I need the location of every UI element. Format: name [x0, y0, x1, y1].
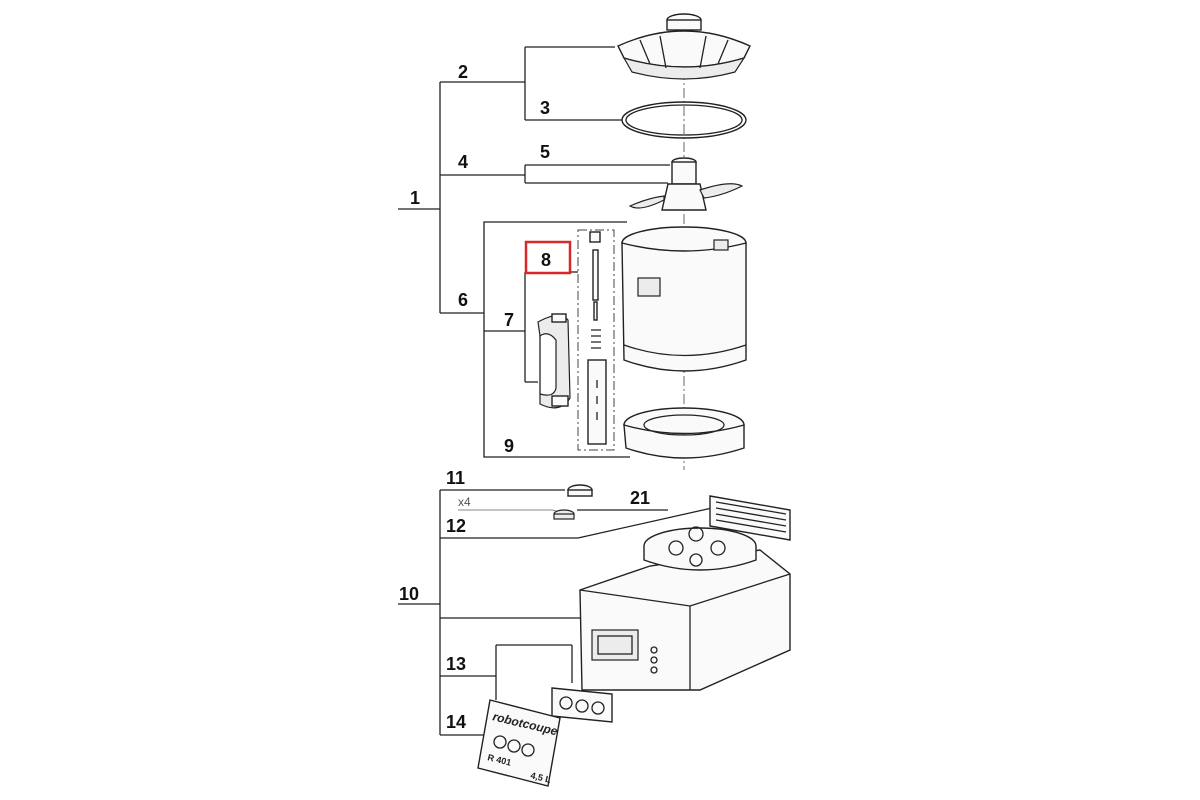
handle-part: [537, 313, 571, 409]
quantity-x4: x4: [458, 495, 471, 509]
callout-12: 12: [446, 516, 466, 536]
latch-rod-part: [587, 231, 607, 445]
callout-6: 6: [458, 290, 468, 310]
callout-10: 10: [399, 584, 419, 604]
callout-3: 3: [540, 98, 550, 118]
highlight-box-8: [524, 240, 572, 275]
leader-lines: [398, 46, 713, 736]
callout-5: 5: [540, 142, 550, 162]
bowl-base-part: [623, 407, 745, 459]
callout-21: 21: [630, 488, 650, 508]
motor-base-part: [579, 526, 791, 691]
callout-2: 2: [458, 62, 468, 82]
callout-7: 7: [504, 310, 514, 330]
nameplate-capacity: 4,5 L: [530, 770, 553, 785]
vent-grille-part: [709, 495, 791, 541]
callout-13: 13: [446, 654, 466, 674]
seal-ring-part: [621, 101, 747, 139]
callout-9: 9: [504, 436, 514, 456]
callout-labels: 1 2 3 4 5 6 7 8 9 10 11 12 13 14 21 x4: [399, 62, 650, 732]
control-panel-part: [551, 687, 613, 723]
foot-part: [553, 484, 593, 520]
lid-part: [617, 13, 751, 80]
callout-1: 1: [410, 188, 420, 208]
nameplate-part: robot coupe R 401 4,5 L: [477, 699, 561, 787]
callout-14: 14: [446, 712, 466, 732]
callout-11: 11: [446, 468, 465, 488]
callout-4: 4: [458, 152, 468, 172]
bowl-part: [621, 226, 747, 372]
blade-assembly-part: [628, 157, 744, 211]
callout-8: 8: [541, 250, 551, 270]
